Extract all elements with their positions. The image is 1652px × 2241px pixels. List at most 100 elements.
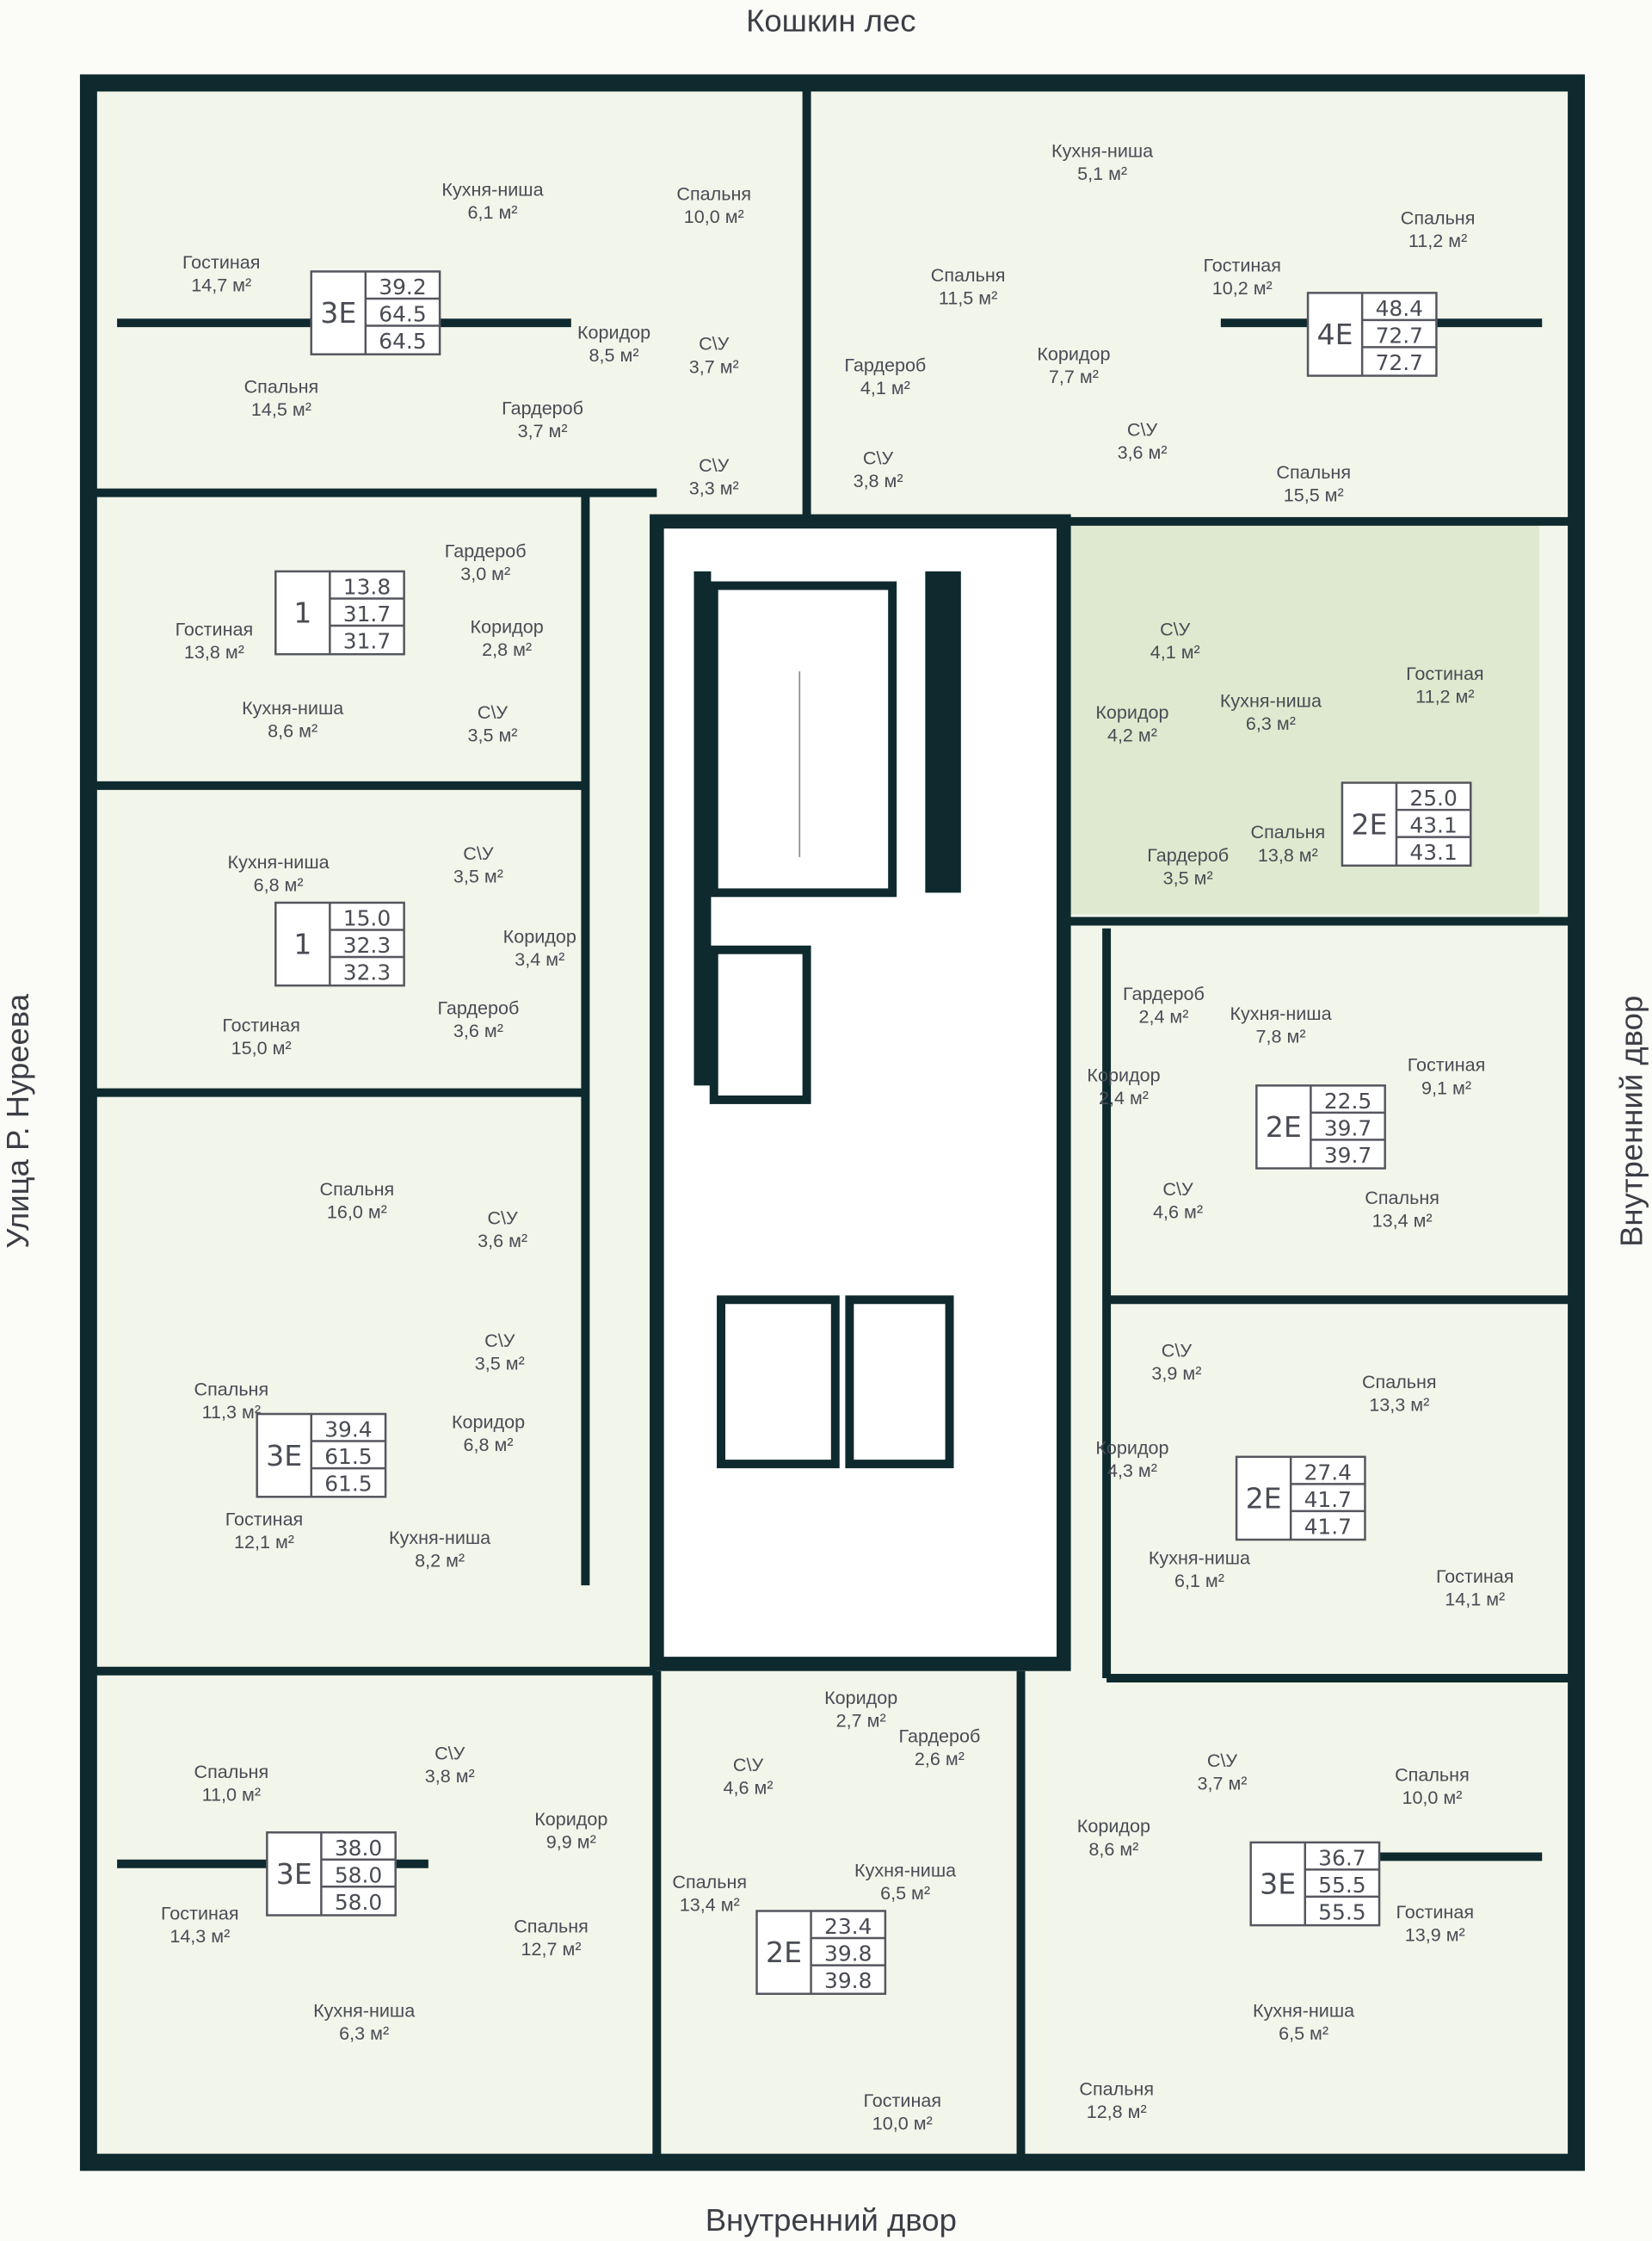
apartment-box-frame [1249,1841,1381,1927]
room-name: Гардероб [1123,983,1205,1004]
total-area-alt: 39.8 [824,1968,872,1993]
street-label-left: Улица Р. Нуреева [0,993,35,1249]
room-name: Гостиная [1436,1565,1514,1587]
room-area: 2,7 м² [836,1709,886,1731]
room-name: Коридор [503,925,576,947]
room-name: Спальня [1362,1371,1437,1392]
room-area: 4,2 м² [1107,724,1157,745]
room-label: С\У3,3 м² [689,454,739,499]
room-area: 11,0 м² [202,1784,261,1806]
room-name: Спальня [1251,821,1326,843]
room-label: С\У3,8 м² [425,1743,475,1787]
apartment-type: 1 [293,928,311,961]
room-area: 15,5 м² [1284,485,1344,506]
room-area: 13,8 м² [1258,844,1318,866]
room-name: С\У [463,843,494,864]
room-area: 8,5 м² [589,344,639,366]
room-label: С\У4,6 м² [1153,1178,1203,1223]
room-name: С\У [863,447,894,468]
room-label: С\У4,1 м² [1150,619,1200,664]
total-area-alt: 55.5 [1318,1899,1365,1924]
room-area: 10,0 м² [1402,1787,1462,1808]
apartment-box-frame [1341,781,1472,867]
room-area: 7,7 м² [1049,366,1099,387]
room-name: Кухня-ниша [313,1999,415,2021]
room-name: Гостиная [864,2090,942,2111]
room-area: 6,5 м² [1279,2022,1328,2044]
room-name: Спальня [194,1378,269,1399]
total-area-alt: 39.7 [1324,1143,1372,1168]
room-name: Гостиная [182,251,261,273]
shaft [709,945,811,1104]
room-area: 3,4 м² [515,948,564,970]
living-area: 36.7 [1318,1845,1365,1870]
apartment-box-frame [256,1412,387,1498]
room-name: Кухня-ниша [389,1527,490,1548]
apartment-info-box[interactable]: 113.831.731.7 [274,570,405,656]
room-name: Гардероб [437,997,519,1018]
room-area: 3,6 м² [478,1230,527,1251]
room-name: Спальня [1276,461,1351,483]
room-name: Кухня-ниша [1253,1999,1354,2021]
room-label: С\У4,6 м² [724,1754,774,1799]
room-name: С\У [1160,619,1191,640]
room-area: 3,6 м² [453,1020,503,1041]
room-area: 5,1 м² [1077,163,1127,184]
apartment-info-box[interactable]: 115.032.332.3 [274,901,405,987]
room-area: 3,8 м² [854,470,903,491]
room-area: 9,1 м² [1421,1077,1471,1098]
room-name: Спальня [931,264,1006,286]
room-name: Кухня-ниша [242,697,343,719]
room-area: 11,5 м² [939,287,997,309]
apartment-box-frame [1306,292,1438,377]
room-name: Гардероб [502,397,583,418]
living-area: 23.4 [824,1914,872,1939]
total-area: 41.7 [1304,1487,1352,1512]
room-area: 2,4 м² [1138,1005,1188,1027]
room-name: Гостиная [176,619,254,640]
room-name: Кухня-ниша [854,1860,956,1881]
room-area: 12,1 м² [234,1531,294,1553]
total-area: 61.5 [324,1444,372,1469]
apartment-type: 2Е [1266,1110,1302,1144]
room-name: С\У [487,1207,518,1228]
room-name: Кухня-ниша [1149,1546,1250,1568]
room-name: Коридор [471,615,544,637]
room-name: С\У [1162,1178,1193,1200]
room-area: 13,8 м² [184,641,244,663]
room-name: Гостиная [161,1902,239,1923]
apartment-type: 2Е [766,1935,802,1969]
apartment-box-frame [1235,1455,1366,1541]
room-name: Спальня [1401,207,1476,229]
